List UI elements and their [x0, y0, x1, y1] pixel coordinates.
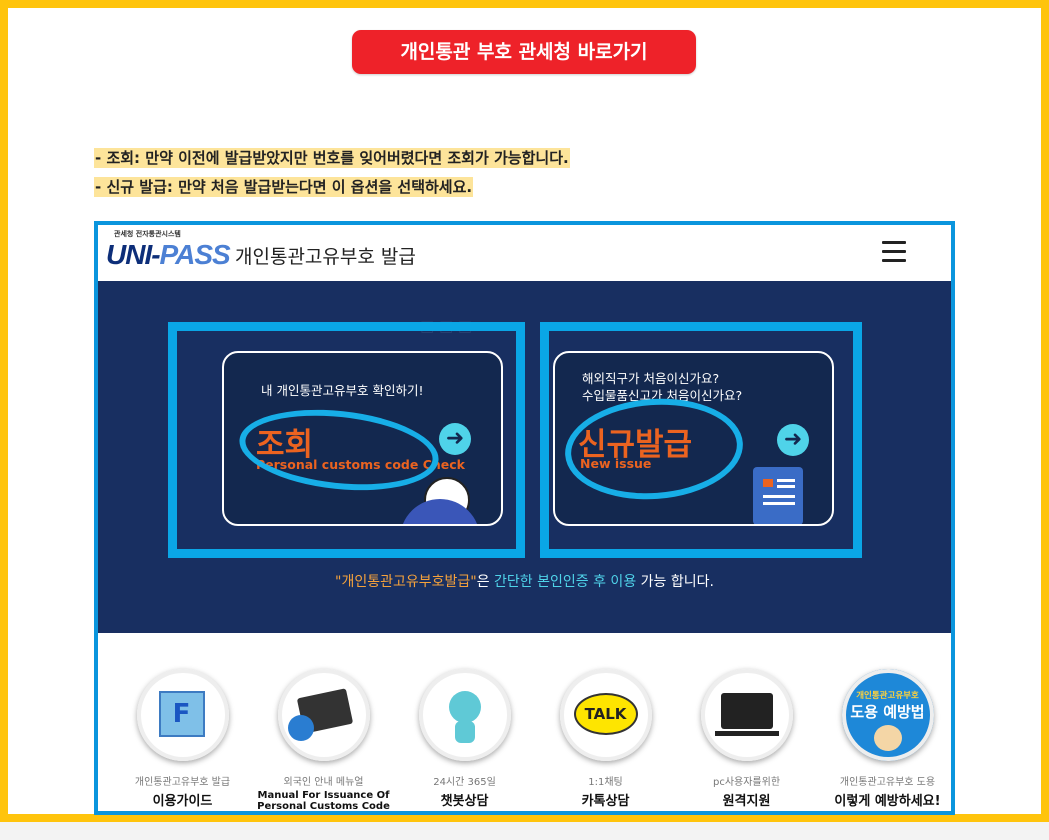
- hamburger-icon[interactable]: [882, 241, 906, 263]
- guide-label: 이용가이드: [152, 794, 213, 809]
- lookup-card[interactable]: 내 개인통관고유부호 확인하기! 조회 Personal customs cod…: [222, 351, 503, 526]
- new-issue-caption-1: 해외직구가 처음이신가요?: [582, 371, 720, 386]
- manual-label-line1: Manual For Issuance Of: [257, 790, 390, 801]
- guide-item[interactable]: F 개인통관고유부호 발급 이용가이드: [112, 633, 253, 809]
- issue-banner: ▤ ▤ ▤ 내 개인통관고유부호 확인하기! 조회 Personal custo…: [98, 281, 951, 633]
- lookup-card-caption: 내 개인통관고유부호 확인하기!: [261, 383, 424, 398]
- kakao-item[interactable]: TALK 1:1채팅 카톡상담: [535, 633, 676, 809]
- kakao-label: 카톡상담: [581, 794, 630, 809]
- lookup-card-english: Personal customs code Check: [256, 457, 465, 472]
- talk-badge: TALK: [573, 693, 638, 735]
- new-issue-highlight-box: [540, 322, 862, 558]
- prevention-label: 이렇게 예방하세요!: [834, 794, 941, 809]
- book-globe-icon[interactable]: [277, 669, 370, 761]
- prevention-badge-1: 개인통관고유부호: [856, 691, 919, 701]
- prevention-dog-icon[interactable]: 개인통관고유부호 도용 예방법: [841, 669, 934, 761]
- notice-part2: 가능 합니다.: [636, 574, 714, 590]
- cube-icon[interactable]: F: [136, 669, 229, 761]
- chatbot-sub: 24시간 365일: [433, 777, 496, 788]
- remote-monitor-icon[interactable]: [700, 669, 793, 761]
- rabbit-robot-icon[interactable]: [418, 669, 511, 761]
- arrow-right-icon[interactable]: ➜: [439, 423, 471, 455]
- guide-sub: 개인통관고유부호 발급: [134, 777, 231, 788]
- logo-text-a: UNI-: [106, 239, 161, 270]
- auth-notice: "개인통관고유부호발급"은 간단한 본인인증 후 이용 가능 합니다.: [98, 571, 951, 591]
- note-lookup: - 조회: 만약 이전에 발급받았지만 번호를 잊어버렸다면 조회가 가능합니다…: [94, 148, 570, 168]
- prevention-sub: 개인통관고유부호 도용: [839, 777, 936, 788]
- kakao-sub: 1:1채팅: [588, 777, 623, 788]
- remote-sub: pc사용자를위한: [712, 777, 781, 788]
- arrow-right-icon[interactable]: ➜: [777, 424, 809, 456]
- new-issue-caption-2: 수입물품신고가 처음이신가요?: [582, 388, 743, 403]
- talk-bubble-icon[interactable]: TALK: [559, 669, 652, 761]
- prevention-item[interactable]: 개인통관고유부호 도용 예방법 개인통관고유부호 도용 이렇게 예방하세요!: [817, 633, 951, 809]
- notice-link: 간단한 본인인증 후 이용: [494, 574, 637, 590]
- chatbot-item[interactable]: 24시간 365일 챗봇상담: [394, 633, 535, 809]
- unipass-screenshot: 관세청 전자통관시스템 UNI-PASS 개인통관고유부호 발급 ▤ ▤ ▤ 내…: [94, 221, 955, 815]
- customs-shortcut-button[interactable]: 개인통관 부호 관세청 바로가기: [352, 30, 696, 74]
- remote-item[interactable]: pc사용자를위한 원격지원: [676, 633, 817, 809]
- lookup-highlight-box: [168, 322, 525, 558]
- remote-label: 원격지원: [722, 794, 771, 809]
- unipass-logo[interactable]: UNI-PASS: [106, 239, 231, 271]
- chatbot-label: 챗봇상담: [440, 794, 489, 809]
- notice-quote: "개인통관고유부호발급": [335, 574, 477, 590]
- logo-caption: 관세청 전자통관시스템: [114, 230, 181, 238]
- logo-text-b: PASS: [159, 239, 231, 270]
- new-issue-card[interactable]: 해외직구가 처음이신가요? 수입물품신고가 처음이신가요? 신규발급 New i…: [553, 351, 834, 526]
- notice-part1: 은: [476, 574, 495, 590]
- unipass-header: 관세청 전자통관시스템 UNI-PASS 개인통관고유부호 발급: [98, 225, 951, 281]
- new-issue-card-english: New issue: [580, 456, 652, 471]
- service-icon-row: F 개인통관고유부호 발급 이용가이드 외국인 안내 메뉴얼 Manual Fo…: [98, 633, 951, 812]
- document-icon: [753, 467, 803, 524]
- new-issue-card-title: 신규발급: [578, 427, 693, 463]
- manual-label-line2: Personal Customs Code: [257, 801, 390, 812]
- page-title: 개인통관고유부호 발급: [235, 246, 416, 268]
- note-new-issue: - 신규 발급: 만약 처음 발급받는다면 이 옵션을 선택하세요.: [94, 177, 474, 197]
- manual-sub: 외국인 안내 메뉴얼: [283, 777, 364, 788]
- lookup-card-title: 조회: [256, 427, 314, 463]
- prevention-badge-2: 도용 예방법: [850, 703, 925, 721]
